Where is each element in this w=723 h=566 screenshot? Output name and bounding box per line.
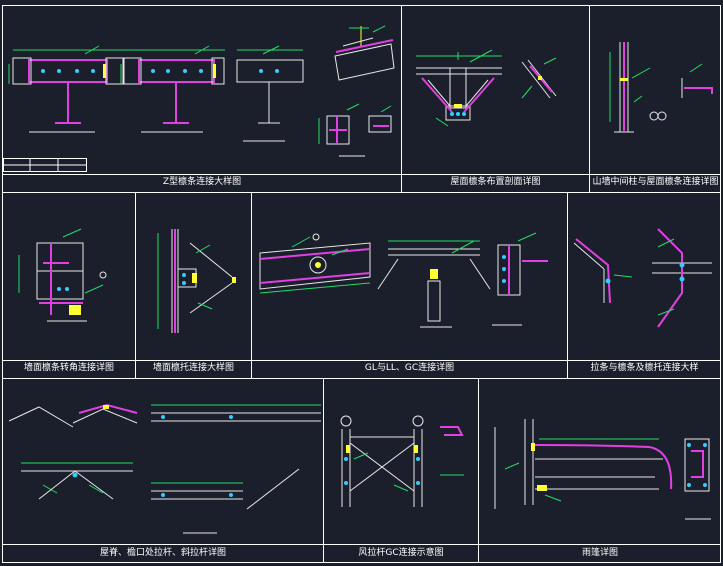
canopy-drawing: [494, 419, 711, 520]
panel-title-canopy: 雨篷详图: [581, 548, 618, 558]
panel-title-tie-rods: 拉条与檩条及檩托连接大样: [590, 363, 699, 373]
panel-roof-purlin-section: 屋面檩条布置剖面详图: [402, 6, 589, 192]
wall-corner-drawing: [18, 228, 107, 322]
panel-canopy: 雨篷详图: [479, 379, 721, 562]
z-purlin-drawing: [8, 25, 395, 157]
panel-title-wind-bracing: 风拉杆GC连接示意图: [358, 548, 444, 558]
panel-title-gl-ll-gc: GL与LL、GC连接详图: [364, 363, 455, 373]
tie-rods-drawing: [573, 228, 712, 328]
panel-wind-bracing: 风拉杆GC连接示意图: [324, 379, 478, 562]
wind-bracing-drawing: [340, 415, 464, 507]
panel-tie-rods: 拉条与檩条及檩托连接大样: [568, 193, 721, 378]
panel-gable-column: 山墙中间柱与屋面檩条连接详图: [590, 6, 721, 192]
panel-title-ridge-eave: 屋脊、檐口处拉杆、斜拉杆详图: [99, 548, 226, 558]
wall-support-drawing: [157, 229, 236, 333]
roof-purlin-drawing: [416, 49, 557, 127]
panel-title-gable-column: 山墙中间柱与屋面檩条连接详图: [592, 177, 719, 187]
panel-title-z-purlin: Z型檩条连接大样图: [162, 177, 242, 187]
panel-wall-support: 墙面檩托连接大样图: [136, 193, 251, 378]
panel-ridge-eave: 屋脊、檐口处拉杆、斜拉杆详图: [3, 379, 323, 562]
panel-z-purlin-detail: Z型檩条连接大样图: [3, 6, 401, 192]
gable-column-drawing: [609, 42, 713, 133]
panel-title-wall-support: 墙面檩托连接大样图: [152, 363, 234, 373]
panel-wall-corner: 墙面檩条转角连接详图: [3, 193, 135, 378]
panel-title-wall-corner: 墙面檩条转角连接详图: [23, 363, 114, 373]
ridge-eave-drawing: [8, 403, 321, 534]
panel-title-roof-purlin: 屋面檩条布置剖面详图: [450, 177, 541, 187]
gl-ll-gc-drawing: [259, 232, 548, 328]
panel-gl-ll-gc: GL与LL、GC连接详图: [252, 193, 567, 378]
